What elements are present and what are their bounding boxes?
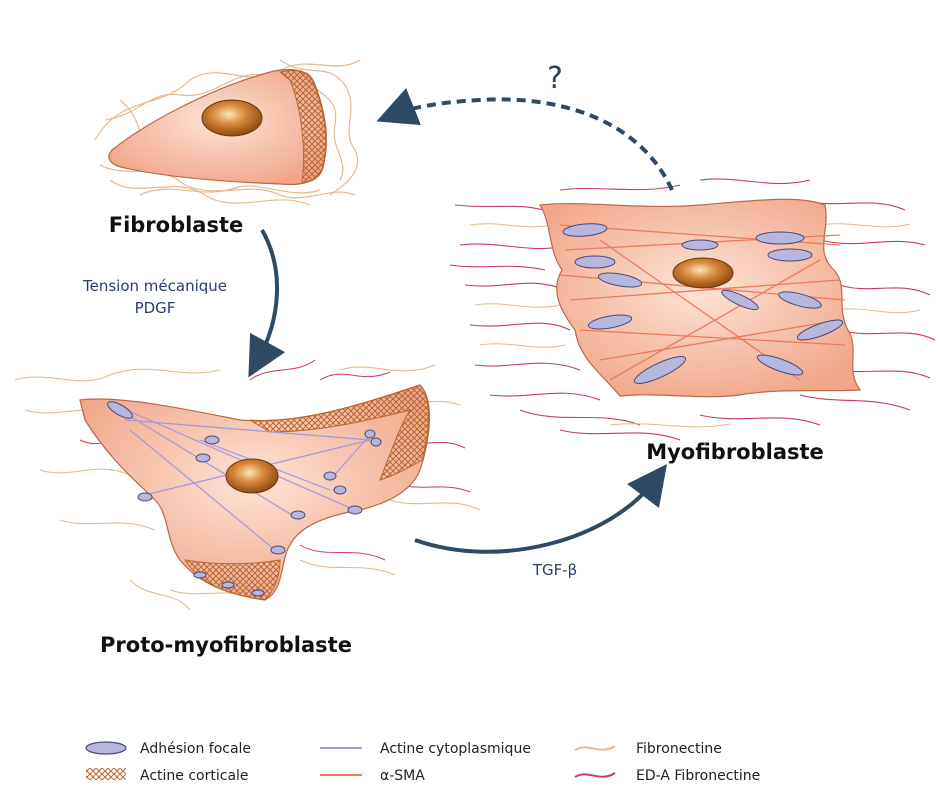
- legend-fibronectin: Fibronectine: [575, 741, 722, 757]
- tgf-beta-label: TGF-β: [532, 561, 577, 579]
- legend-cortical-actin: Actine corticale: [86, 768, 249, 784]
- question-mark-label: ?: [547, 61, 563, 96]
- legend-asma-label: α-SMA: [380, 768, 425, 784]
- legend: Adhésion focale Actine corticale Actine …: [86, 741, 760, 784]
- legend-cortical-actin-label: Actine corticale: [140, 768, 249, 784]
- cortical-actin-icon: [86, 768, 126, 780]
- proto-nucleus: [226, 459, 278, 493]
- arrow-myo-to-fibroblast: [395, 99, 672, 190]
- legend-focal-adhesion: Adhésion focale: [86, 741, 251, 757]
- fibroblast-nucleus: [202, 100, 262, 136]
- myofibroblast-label: Myofibroblaste: [646, 440, 824, 464]
- pdgf-label: PDGF: [135, 299, 176, 317]
- legend-focal-adhesion-label: Adhésion focale: [140, 741, 251, 757]
- legend-asma: α-SMA: [320, 768, 425, 784]
- focal-adhesion-icon: [86, 742, 126, 754]
- fibroblast-label: Fibroblaste: [109, 213, 244, 237]
- myofibroblast-nucleus: [673, 258, 733, 288]
- proto-myofibroblast-label: Proto-myofibroblaste: [100, 633, 352, 657]
- fibroblast-cell: [95, 60, 360, 205]
- legend-eda-fibronectin: ED-A Fibronectine: [575, 768, 760, 784]
- proto-myofibroblast-cell: [15, 360, 480, 610]
- tension-label: Tension mécanique: [82, 277, 227, 295]
- legend-fibronectin-label: Fibronectine: [636, 741, 722, 757]
- myofibroblast-cell: [450, 179, 935, 440]
- legend-cytoplasmic-actin-label: Actine cytoplasmique: [380, 741, 531, 757]
- arrow-proto-to-myo: [415, 480, 655, 552]
- arrow-fibroblast-to-proto: [258, 230, 277, 360]
- fibronectin-icon: [575, 746, 615, 750]
- legend-cytoplasmic-actin: Actine cytoplasmique: [320, 741, 531, 757]
- legend-eda-fibronectin-label: ED-A Fibronectine: [636, 768, 760, 784]
- eda-fibronectin-icon: [575, 773, 615, 777]
